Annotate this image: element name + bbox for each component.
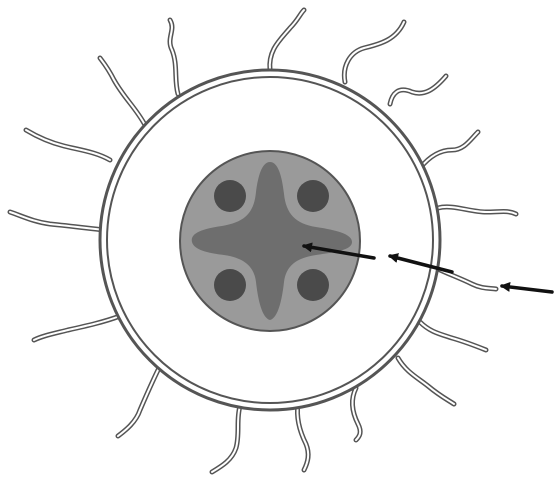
- projection: [344, 22, 404, 82]
- projection: [10, 212, 104, 230]
- projection: [398, 358, 454, 404]
- inner-core: [180, 151, 360, 331]
- projection: [270, 10, 304, 70]
- dark-spot: [214, 180, 246, 212]
- projection: [118, 366, 160, 436]
- dark-spot: [297, 269, 329, 301]
- dark-spot: [214, 269, 246, 301]
- dark-spot: [297, 180, 329, 212]
- arrow-to-projection: [502, 286, 552, 292]
